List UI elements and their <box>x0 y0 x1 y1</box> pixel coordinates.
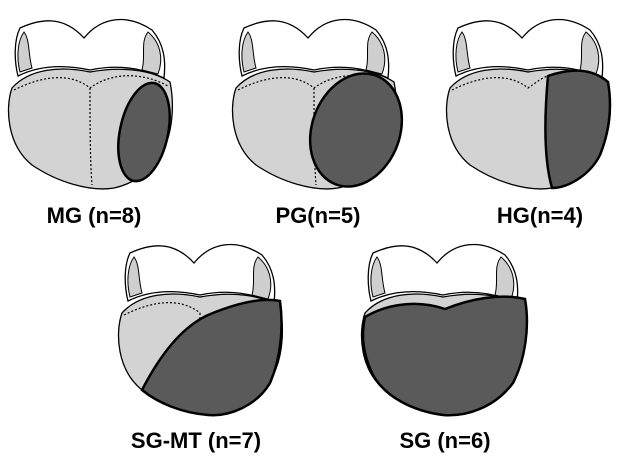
caption-pg: PG(n=5) <box>276 203 361 228</box>
heart-hg <box>447 20 611 189</box>
caption-hg: HG(n=4) <box>497 203 583 228</box>
panel-pg: PG(n=5) <box>233 20 418 228</box>
lesion-sg <box>363 297 527 416</box>
panel-hg: HG(n=4) <box>447 20 611 228</box>
heart-pg <box>233 20 418 200</box>
caption-sgmt: SG-MT (n=7) <box>131 428 261 453</box>
heart-mg <box>9 20 178 189</box>
heart-sgmt <box>119 245 283 416</box>
lesion-hg <box>545 71 610 188</box>
panel-sgmt: SG-MT (n=7) <box>119 245 283 453</box>
panel-sg: SG (n=6) <box>362 245 527 453</box>
panel-mg: MG (n=8) <box>9 20 178 228</box>
caption-sg: SG (n=6) <box>399 428 490 453</box>
heart-sg <box>362 245 527 416</box>
caption-mg: MG (n=8) <box>47 203 142 228</box>
